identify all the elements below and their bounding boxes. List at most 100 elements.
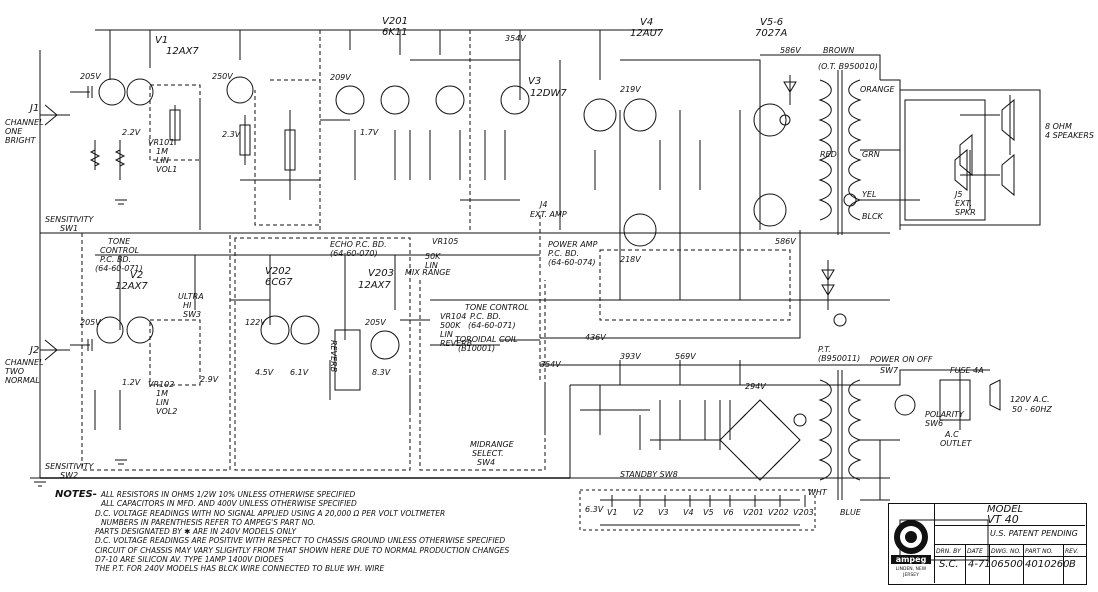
heater-v6: V6 bbox=[723, 508, 734, 517]
tube-v1-id: V1 bbox=[155, 35, 169, 46]
ext-jack-line3: SPKR bbox=[955, 208, 976, 217]
model-row: MODEL VT 40 bbox=[935, 503, 1085, 526]
rev-header-date: DATE bbox=[967, 548, 983, 555]
voltage-v63: 6.3V bbox=[585, 505, 604, 514]
heater-v5: V5 bbox=[703, 508, 714, 517]
wire-yel: YEL bbox=[862, 190, 877, 199]
reverb-line2: 500K bbox=[440, 321, 461, 330]
wire-blue: BLUE bbox=[840, 508, 861, 517]
note-line: PARTS DESIGNATED BY ✱ ARE IN 240V MODELS… bbox=[95, 527, 297, 537]
vol1-line2: 1M bbox=[156, 147, 168, 156]
rev-value-dwg: 06500 bbox=[991, 559, 1023, 570]
ultra-line3: SW3 bbox=[183, 310, 202, 319]
tone-board-line2: CONTROL bbox=[100, 246, 140, 255]
voltage-v393: 393V bbox=[620, 352, 641, 361]
speaker-line1: 8 OHM bbox=[1045, 122, 1072, 131]
vol2-line2: 1M bbox=[156, 389, 168, 398]
voltage-mains: 120V A.C. bbox=[1010, 395, 1050, 404]
echo-board-label: ECHO P.C. BD. bbox=[330, 240, 387, 249]
mix-line1: 50K bbox=[425, 252, 441, 261]
voltage-v22: 2.2V bbox=[122, 128, 141, 137]
tube-v203-type: 12AX7 bbox=[358, 280, 391, 291]
power-switch-label: POWER ON OFF bbox=[870, 355, 933, 364]
tube-v201-id: V201 bbox=[382, 16, 408, 27]
midrange-line3: SW4 bbox=[477, 458, 496, 467]
rev-value-drn: S.C. bbox=[939, 559, 959, 570]
vol1-line3: LIN bbox=[156, 156, 169, 165]
toroidal-line2: (B10001) bbox=[458, 344, 496, 353]
sensitivity-sw1-label: SENSITIVITY bbox=[45, 215, 94, 224]
sensitivity-sw1-id: SW1 bbox=[60, 224, 79, 233]
heater-v1: V1 bbox=[607, 508, 618, 517]
note-line: ALL RESISTORS IN OHMS 1/2W 10% UNLESS OT… bbox=[100, 490, 356, 499]
voltage-v205a: 205V bbox=[80, 72, 101, 81]
power-transformer-line1: P.T. bbox=[818, 345, 831, 354]
tone-board-line3: P.C. BD. bbox=[100, 255, 132, 264]
channel-one-line3: BRIGHT bbox=[5, 136, 36, 145]
tube-v4-type: 12AU7 bbox=[630, 28, 664, 39]
tone2-board-line3: (64-60-071) bbox=[468, 321, 516, 330]
toroidal-line1: TOROIDAL COIL bbox=[455, 335, 518, 344]
note-line: D.C. VOLTAGE READINGS ARE POSITIVE WITH … bbox=[95, 536, 506, 546]
midrange-line1: MIDRANGE bbox=[470, 440, 514, 449]
reverb-line3: LIN bbox=[440, 330, 453, 339]
ext-amp-line1: J4 bbox=[540, 200, 548, 209]
vol2-line1: VR102 bbox=[148, 380, 175, 389]
wire-red: RED bbox=[820, 150, 837, 159]
wire-wht: WHT bbox=[808, 488, 827, 497]
patent-label: U.S. PATENT PENDING bbox=[990, 529, 1078, 538]
power-board-line1: POWER AMP bbox=[548, 240, 598, 249]
voltage-v354b: 354V bbox=[540, 360, 561, 369]
voltage-v354a: 354V bbox=[505, 34, 526, 43]
reverb-line1: VR104 bbox=[440, 312, 467, 321]
power-board-line2: P.C. BD. bbox=[548, 249, 580, 258]
reverb-line4: REVERB bbox=[440, 339, 473, 348]
voltage-v209: 209V bbox=[330, 73, 351, 82]
voltage-v219: 219V bbox=[620, 85, 641, 94]
sensitivity-sw2-id: SW2 bbox=[60, 471, 79, 480]
notes-block: NOTES-ALL RESISTORS IN OHMS 1/2W 10% UNL… bbox=[55, 490, 555, 574]
model-value: VT 40 bbox=[987, 513, 1019, 526]
ac-outlet-line1: A.C bbox=[945, 430, 959, 439]
voltage-v45: 4.5V bbox=[255, 368, 274, 377]
tube-v1-type: 12AX7 bbox=[166, 46, 199, 57]
voltage-v83: 8.3V bbox=[372, 368, 391, 377]
rev-value-part: 4010260 bbox=[1025, 559, 1070, 570]
model-label: MODEL bbox=[987, 504, 1024, 515]
channel-two-line3: NORMAL bbox=[5, 376, 40, 385]
brand-name: ampeg bbox=[895, 555, 927, 564]
rev-value-rev: B bbox=[1069, 559, 1076, 570]
tube-v56-id: V5-6 bbox=[760, 17, 784, 28]
channel-one-line2: ONE bbox=[5, 127, 23, 136]
wire-blck: BLCK bbox=[862, 212, 883, 221]
note-line: D7-10 ARE SILICON AV. TYPE 1AMP 1400V DI… bbox=[95, 555, 284, 565]
rev-header-part: PART NO. bbox=[1025, 548, 1054, 555]
tube-v202-type: 6CG7 bbox=[265, 277, 293, 288]
voltage-v205c: 205V bbox=[365, 318, 386, 327]
note-line: CIRCUIT OF CHASSIS MAY VARY SLIGHTLY FRO… bbox=[95, 545, 510, 555]
voltage-v586b: 586V bbox=[775, 237, 796, 246]
ext-amp-line2: EXT. AMP bbox=[530, 210, 567, 219]
voltage-v17: 1.7V bbox=[360, 128, 379, 137]
vol1-line4: VOL1 bbox=[156, 165, 178, 174]
fuse-label: FUSE 4A bbox=[950, 366, 984, 375]
jack-j2-label: J2 bbox=[30, 345, 40, 356]
heater-v2: V2 bbox=[633, 508, 644, 517]
mix-line3: MIX RANGE bbox=[405, 268, 451, 277]
voltage-v436: 436V bbox=[585, 333, 606, 342]
vr105-label: VR105 bbox=[432, 237, 459, 246]
channel-two-line2: TWO bbox=[5, 367, 25, 376]
polarity-line2: SW6 bbox=[925, 419, 944, 428]
ac-outlet-line2: OUTLET bbox=[940, 439, 972, 448]
note-line: ALL CAPACITORS IN MFD. AND 400V UNLESS O… bbox=[101, 499, 357, 509]
voltage-mains-freq: 50 - 60HZ bbox=[1012, 405, 1052, 414]
revision-table: DRN. BY DATE DWG. NO. PART NO. REV. S.C.… bbox=[935, 544, 1087, 585]
brand-address: LINDEN, NEW JERSEY bbox=[895, 567, 927, 578]
voltage-v29: 2.9V bbox=[200, 375, 219, 384]
ext-jack-line2: EXT. bbox=[955, 199, 973, 208]
tone2-board-line2: P.C. BD. bbox=[470, 312, 502, 321]
voltage-v218: 218V bbox=[620, 255, 641, 264]
ext-jack-line1: J5 bbox=[955, 190, 963, 199]
rev-value-date: 4-71 bbox=[968, 559, 991, 570]
